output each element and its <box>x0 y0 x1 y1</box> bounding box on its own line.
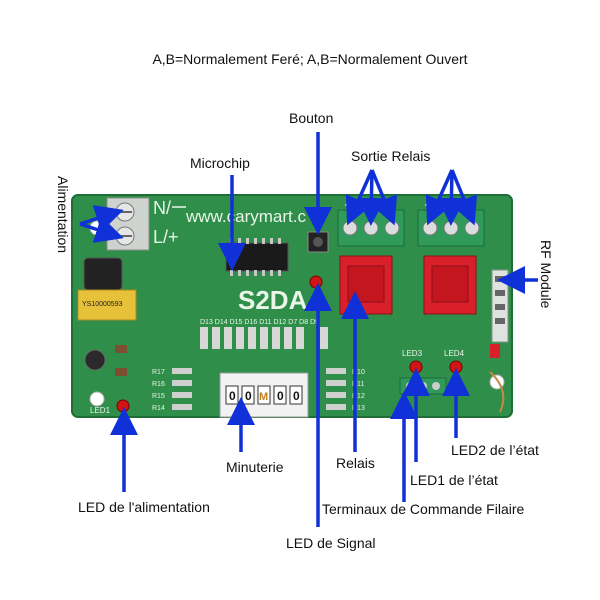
label-led1-etat: LED1 de l’état <box>410 472 498 488</box>
diode-label-row: D13 D14 D15 D16 D11 D12 D7 D8 D9 <box>200 319 319 326</box>
res-label-r17: R17 <box>152 369 165 376</box>
res-label-r12: R12 <box>352 393 365 400</box>
timer-dip-switch: 0 0 M 0 0 <box>219 372 309 418</box>
board-website-text: www.carymart.c <box>185 207 306 226</box>
dip-digit-2: 0 <box>245 389 252 403</box>
power-led <box>116 399 130 413</box>
label-bouton: Bouton <box>289 110 333 126</box>
resistor-bank-left: R17 R16 R15 R14 <box>152 368 192 412</box>
label-alimentation: Alimentation <box>55 176 71 253</box>
signal-led <box>309 275 323 289</box>
led4-silk-label: LED4 <box>444 349 465 358</box>
dip-digit-1: 0 <box>229 389 236 403</box>
res-label-r15: R15 <box>152 393 165 400</box>
resistor-bank-right: R10 R11 R12 R13 <box>326 368 365 412</box>
label-terminaux: Terminaux de Commande Filaire <box>322 501 525 517</box>
label-led2-etat: LED2 de l’état <box>451 442 539 458</box>
status-led-2 <box>449 360 463 374</box>
label-microchip: Microchip <box>190 155 250 171</box>
wired-control-terminals <box>399 377 447 395</box>
relays <box>339 255 477 315</box>
board-model-text: S2DA <box>238 285 308 315</box>
power-n-label: N/ <box>153 198 171 218</box>
label-led-alimentation: LED de l'alimentation <box>78 499 210 515</box>
arrow-sortie-2b <box>437 169 466 226</box>
label-sortie-relais: Sortie Relais <box>351 148 430 164</box>
diode-row <box>200 327 328 349</box>
label-rf-module: RF Module <box>538 240 554 309</box>
res-label-r10: R10 <box>352 369 365 376</box>
arrow-sortie-1c <box>370 169 398 226</box>
power-l-label: L/+ <box>153 227 179 247</box>
res-label-r16: R16 <box>152 381 165 388</box>
pcb-board: www.carymart.c S2DA N/ L/+ YS10000593 <box>71 194 513 418</box>
annotation-arrows <box>79 132 538 527</box>
arrow-sortie-2a <box>425 169 454 226</box>
arrow-sortie-1b <box>357 169 386 226</box>
dip-digit-4: 0 <box>277 389 284 403</box>
res-label-r13: R13 <box>352 405 365 412</box>
arrow-sortie-2c <box>450 169 478 226</box>
res-label-r11: R11 <box>352 381 364 388</box>
dip-digit-5: 0 <box>293 389 300 403</box>
res-label-r14: R14 <box>152 405 165 412</box>
power-terminal-block <box>106 197 150 251</box>
led3-silk-label: LED3 <box>402 349 423 358</box>
label-led-signal: LED de Signal <box>286 535 376 551</box>
dip-digit-3: M <box>259 391 268 403</box>
label-minuterie: Minuterie <box>226 459 284 475</box>
push-button-component <box>307 231 329 253</box>
diagram-title: A,B=Normalement Feré; A,B=Normalement Ou… <box>152 51 467 67</box>
arrow-alimentation-l <box>79 216 124 243</box>
terminal-a1: A <box>345 197 353 209</box>
microchip-ic <box>225 238 289 276</box>
status-led-1 <box>409 360 423 374</box>
label-relais: Relais <box>336 455 375 471</box>
arrow-sortie-1a <box>345 169 374 226</box>
led1-silk-label: LED1 <box>90 406 111 415</box>
fuse-label-text: YS10000593 <box>82 301 123 308</box>
terminal-a2: A <box>425 197 433 209</box>
power-supply-components: YS10000593 <box>77 257 137 376</box>
